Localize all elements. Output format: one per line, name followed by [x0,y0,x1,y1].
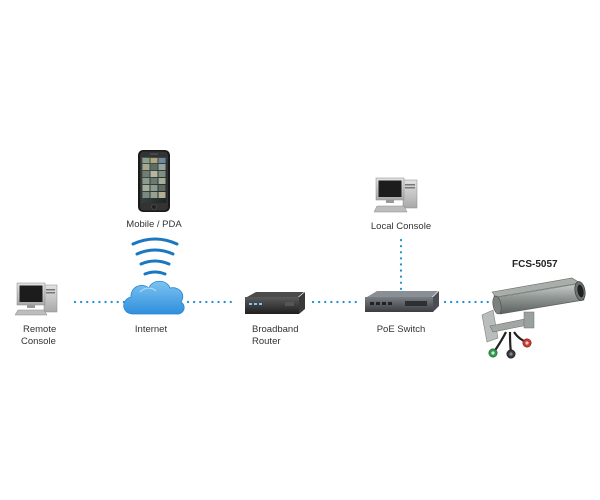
remote-console-label-line2: Console [21,336,56,347]
router-label-line1: Broadband [252,324,299,335]
poe-switch-label: PoE Switch [376,324,426,335]
router-label-line2: Router [252,336,281,347]
internet-label: Internet [134,324,168,335]
desktop-icon [14,282,58,316]
camera-icon [481,277,586,359]
mobile-label: Mobile / PDA [126,219,182,230]
router-icon [245,292,305,314]
local-console-label: Local Console [370,221,432,232]
camera-model-label: FCS-5057 [512,259,558,270]
switch-icon [365,291,439,312]
cloud-icon [123,280,185,315]
remote-console-label-line1: Remote [23,324,57,335]
wifi-icon [131,237,179,276]
desktop-icon [373,177,418,213]
phone-icon [138,150,170,212]
